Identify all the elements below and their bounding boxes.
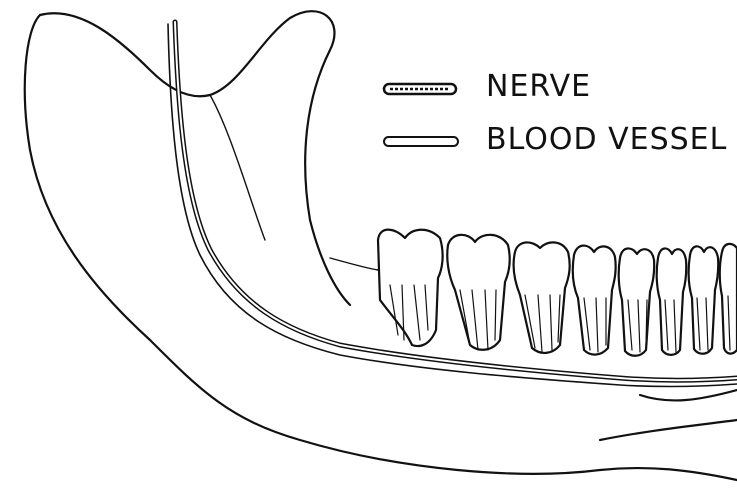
tooth (447, 235, 509, 350)
vessel-swatch (384, 137, 458, 146)
tooth (720, 244, 737, 354)
nerve-path-inner (175, 22, 737, 380)
legend-nerve: NERVE (384, 69, 591, 104)
tooth (689, 246, 719, 353)
alveolar-ridge (330, 258, 378, 270)
lower-border-2 (600, 420, 737, 440)
tooth (378, 230, 443, 346)
tooth (514, 242, 570, 353)
legend-vessel-label: BLOOD VESSEL (486, 122, 727, 157)
lower-border (640, 390, 737, 400)
tooth (619, 248, 655, 355)
nerve-path (175, 22, 737, 380)
legend-nerve-label: NERVE (486, 69, 591, 104)
legend: NERVE BLOOD VESSEL (384, 69, 727, 157)
coronoid-outline (210, 95, 265, 240)
legend-vessel: BLOOD VESSEL (384, 122, 727, 157)
teeth (378, 230, 737, 356)
tooth (573, 246, 616, 355)
tooth (657, 248, 687, 354)
condyle-outline (40, 11, 350, 305)
